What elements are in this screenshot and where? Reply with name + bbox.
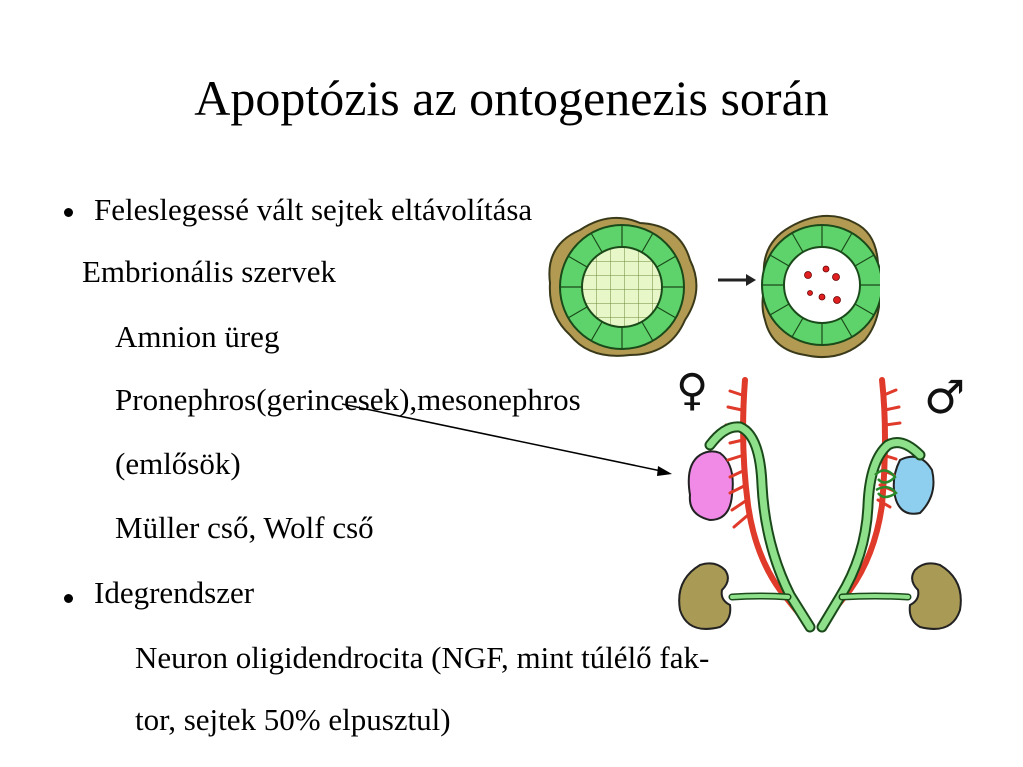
- ovary: [687, 450, 734, 522]
- item-pronephros: Pronephros(gerincesek),mesonephros: [115, 382, 581, 417]
- wolf-duct-left: [740, 377, 803, 618]
- item-neuron-line1: Neuron oligidendrocita (NGF, mint túlélő…: [135, 640, 710, 675]
- cell-ring-right-divisions: [762, 225, 880, 345]
- kidney-right: [908, 562, 962, 630]
- testis: [892, 455, 935, 515]
- duct-figure: ♀ ♂: [676, 365, 965, 633]
- empty-lumen-right: [783, 246, 861, 324]
- male-symbol: ♂: [924, 370, 965, 424]
- slide-title: Apoptózis az ontogenezis során: [194, 70, 829, 126]
- bullet-feleslegesse: Feleslegessé vált sejtek eltávolítása: [94, 192, 533, 227]
- item-neuron-line2: tor, sejtek 50% elpusztul): [135, 702, 451, 737]
- item-muller: Müller cső, Wolf cső: [115, 510, 374, 545]
- filled-lumen-left: [581, 246, 663, 328]
- bullet-dot-2: [64, 594, 73, 603]
- pointer-arrow: [341, 403, 672, 476]
- epididymis-coils: [874, 469, 898, 499]
- subitem-embrionalis: Embrionális szervek: [82, 254, 336, 289]
- female-symbol: ♀: [676, 365, 708, 416]
- bullet-dot-1: [64, 208, 73, 217]
- kidney-left: [678, 562, 732, 630]
- cell-ring-left-divisions: [560, 225, 684, 349]
- item-amnion: Amnion üreg: [115, 319, 280, 354]
- amnion-figure: [548, 214, 880, 359]
- apoptotic-bodies: [804, 265, 841, 304]
- item-emlosok: (emlősök): [115, 446, 241, 481]
- wolf-duct-right: [827, 377, 888, 618]
- bullet-idegrendszer: Idegrendszer: [94, 575, 255, 610]
